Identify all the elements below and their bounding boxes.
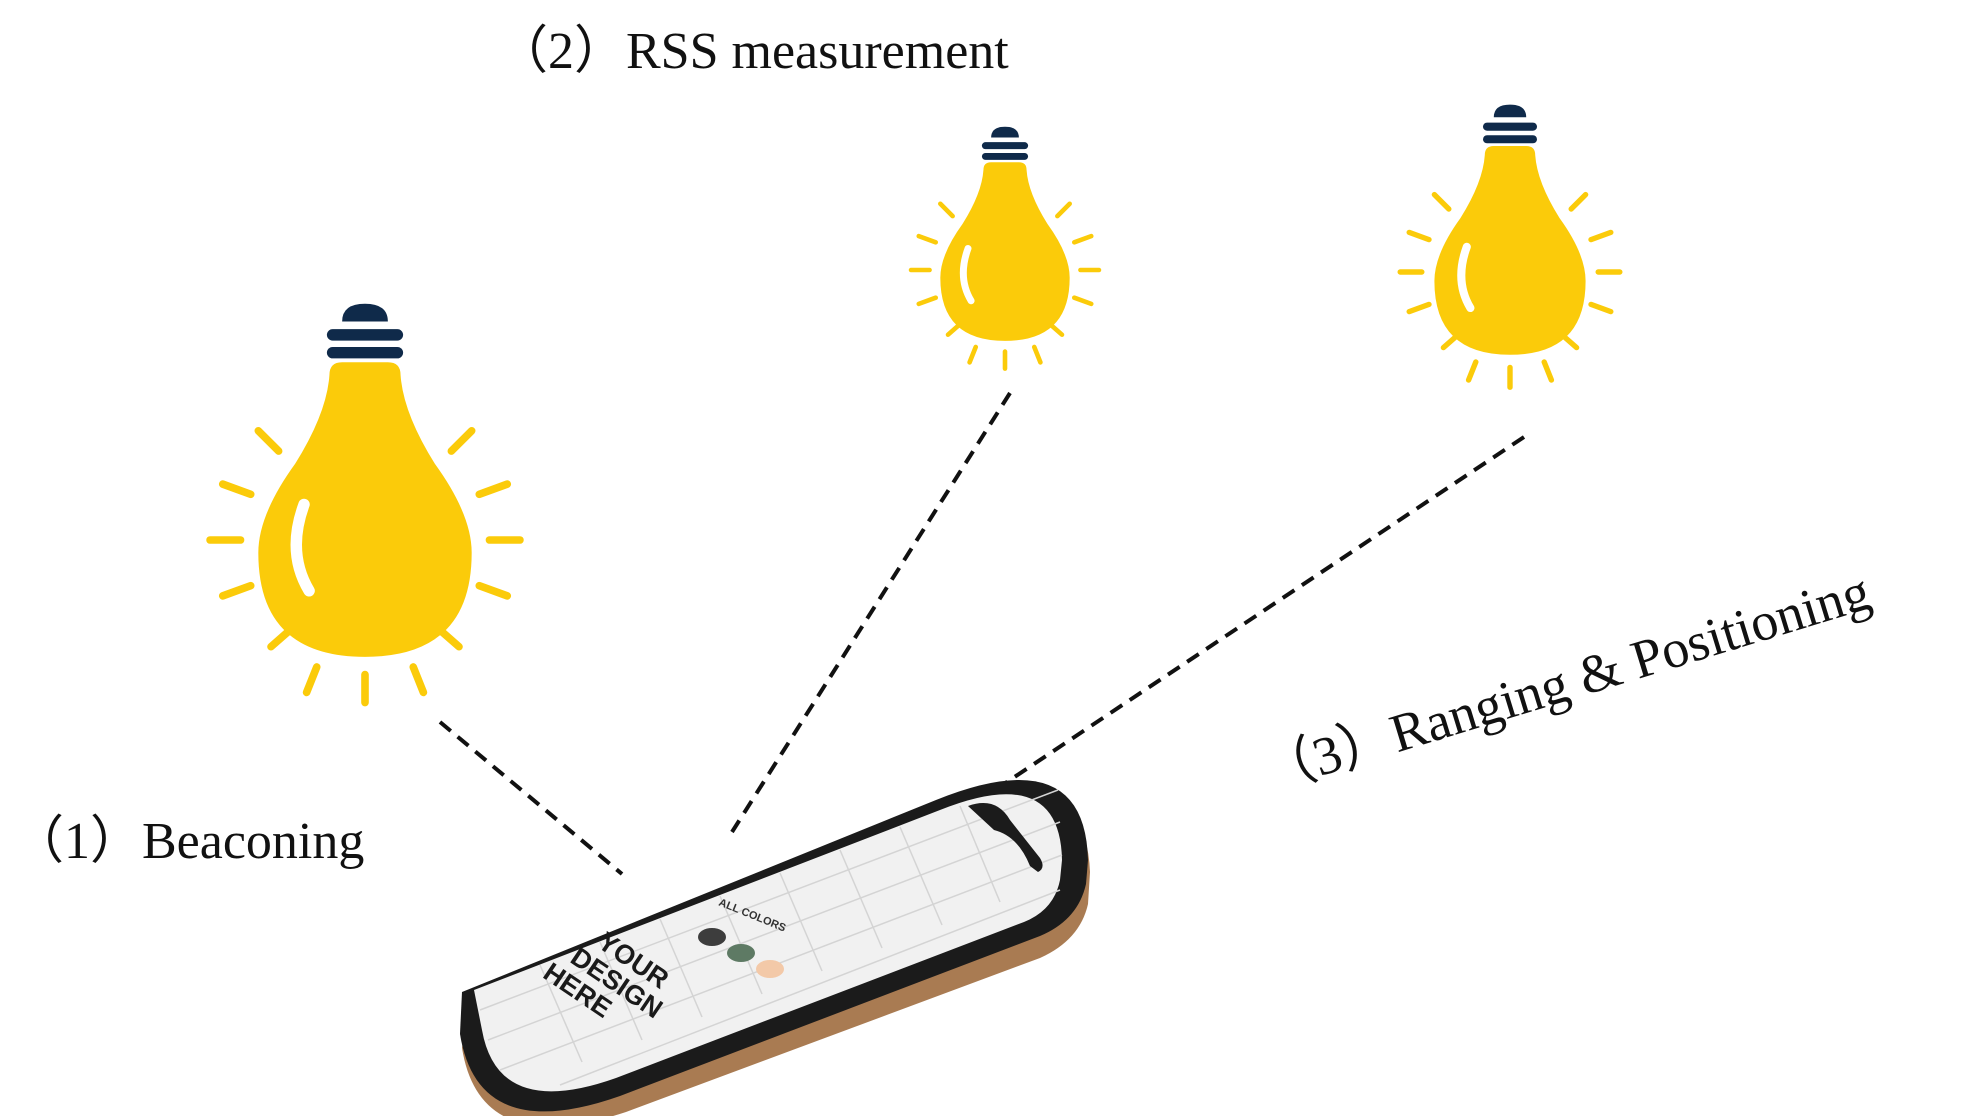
signal-line-right (1002, 435, 1526, 786)
swatch-peach (756, 960, 784, 978)
light-bulb-middle-icon (911, 127, 1099, 369)
light-bulb-right-icon (1400, 105, 1620, 388)
swatch-green (727, 944, 755, 962)
label-beaconing: （1）Beaconing (12, 813, 364, 870)
light-bulb-left-icon (210, 304, 520, 703)
label-ranging-positioning: （3）Ranging & Positioning (1254, 561, 1877, 803)
smartphone-icon: ALL COLORS YOUR DESIGN HERE (460, 780, 1090, 1116)
signal-line-middle (730, 391, 1012, 834)
signal-line-left (438, 720, 624, 876)
swatch-dark (698, 928, 726, 946)
signal-lines (438, 391, 1526, 876)
label-rss-measurement: （2）RSS measurement (496, 23, 1009, 80)
